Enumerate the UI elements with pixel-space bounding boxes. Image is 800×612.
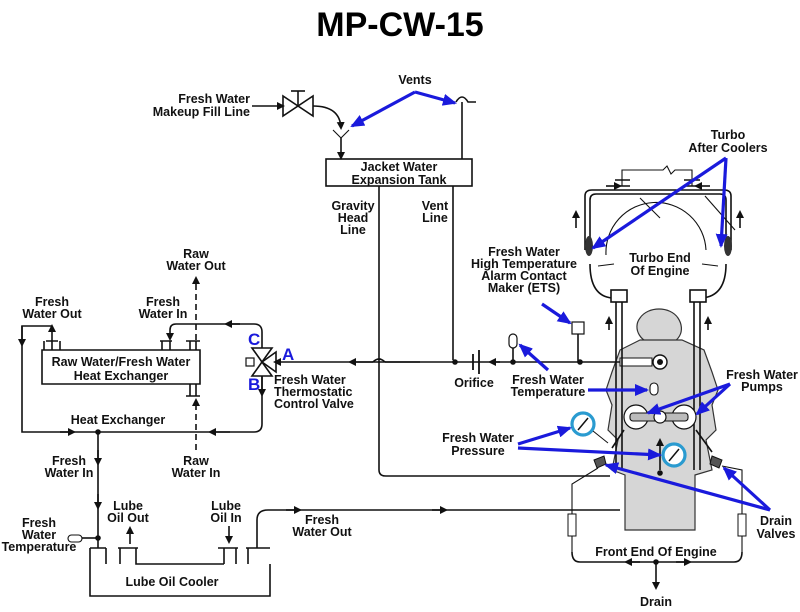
port-c-label: C	[248, 330, 260, 349]
svg-text:Line: Line	[422, 211, 448, 225]
svg-text:Oil Out: Oil Out	[107, 511, 150, 525]
gravity-head-to-engine	[378, 469, 610, 477]
svg-text:Water Out: Water Out	[22, 307, 82, 321]
svg-text:Vent: Vent	[422, 199, 449, 213]
svg-text:Turbo: Turbo	[711, 128, 746, 142]
svg-text:Lube: Lube	[211, 499, 241, 513]
ets-alarm-contact: Fresh Water High Temperature Alarm Conta…	[471, 245, 585, 362]
svg-text:Fresh Water: Fresh Water	[442, 431, 514, 445]
svg-text:Drain: Drain	[640, 595, 672, 609]
svg-text:Thermostatic: Thermostatic	[274, 385, 353, 399]
temperature-sensor-cooler: Fresh Water Temperature	[2, 516, 98, 554]
svg-text:Fresh: Fresh	[146, 295, 180, 309]
svg-text:Heat Exchanger: Heat Exchanger	[71, 413, 166, 427]
svg-text:Water Out: Water Out	[166, 259, 226, 273]
svg-text:High Temperature: High Temperature	[471, 257, 577, 271]
lube-oil-cooler: Lube Oil Cooler	[89, 547, 271, 597]
svg-text:Fresh Water: Fresh Water	[178, 92, 250, 106]
svg-text:Fresh: Fresh	[305, 513, 339, 527]
engine-internals	[611, 354, 713, 476]
raw-fresh-heat-exchanger: Raw Water/Fresh Water Heat Exchanger	[41, 340, 201, 397]
thermostatic-control-valve: A B C Fresh Water Thermostatic Control V…	[245, 330, 354, 411]
svg-text:Temperature: Temperature	[511, 385, 586, 399]
port-b-line	[220, 376, 263, 433]
svg-text:Gravity: Gravity	[331, 199, 374, 213]
bypass-to-hx	[166, 323, 263, 348]
svg-text:Turbo End: Turbo End	[629, 251, 691, 265]
svg-text:Pumps: Pumps	[741, 380, 783, 394]
engine-body	[605, 308, 719, 531]
svg-text:Fresh Water: Fresh Water	[274, 373, 346, 387]
vents-callout: Vents	[350, 73, 457, 128]
svg-text:Water In: Water In	[139, 307, 188, 321]
svg-text:Oil In: Oil In	[210, 511, 241, 525]
svg-text:Of Engine: Of Engine	[630, 264, 689, 278]
sight-gauge-left	[567, 513, 577, 537]
svg-text:Water Out: Water Out	[292, 525, 352, 539]
svg-text:Heat Exchanger: Heat Exchanger	[74, 369, 169, 383]
svg-text:Control Valve: Control Valve	[274, 397, 354, 411]
temperature-sensor-line	[508, 333, 518, 362]
svg-text:Expansion Tank: Expansion Tank	[352, 173, 447, 187]
diagram-title: MP-CW-15	[316, 6, 483, 44]
svg-text:Drain: Drain	[760, 514, 792, 528]
svg-text:Lube: Lube	[113, 499, 143, 513]
port-b-label: B	[248, 375, 260, 394]
after-cooler-callout-right	[715, 157, 728, 248]
svg-text:Valves: Valves	[757, 527, 796, 541]
front-end-drain: Front End Of Engine Drain	[571, 545, 743, 609]
svg-text:Head: Head	[338, 211, 369, 225]
svg-text:Pressure: Pressure	[451, 444, 505, 458]
drain-valves-callout: Drain Valves	[604, 462, 796, 541]
svg-text:Water: Water	[22, 528, 56, 542]
fw-pressure-callout: Fresh Water Pressure	[442, 425, 662, 461]
makeup-fill-line: Fresh Water Makeup Fill Line	[153, 90, 350, 160]
fw-temperature-callout: Fresh Water Temperature	[511, 343, 649, 399]
cooler-outlet-line	[256, 509, 620, 548]
svg-text:Jacket Water: Jacket Water	[361, 160, 438, 174]
svg-text:Fresh: Fresh	[35, 295, 69, 309]
pressure-gauge-2	[661, 442, 687, 468]
svg-text:Raw: Raw	[183, 454, 209, 468]
after-cooler-callout-left	[591, 156, 727, 250]
svg-text:Line: Line	[340, 223, 366, 237]
svg-text:Vents: Vents	[398, 73, 431, 87]
svg-text:Water In: Water In	[172, 466, 221, 480]
svg-text:Raw: Raw	[183, 247, 209, 261]
svg-text:Orifice: Orifice	[454, 376, 494, 390]
svg-text:Lube Oil Cooler: Lube Oil Cooler	[125, 575, 218, 589]
svg-text:Water In: Water In	[45, 466, 94, 480]
orifice: Orifice	[454, 350, 494, 390]
port-a-label: A	[282, 345, 294, 364]
pressure-gauge-1	[570, 411, 609, 444]
svg-text:Raw Water/Fresh Water: Raw Water/Fresh Water	[52, 355, 191, 369]
svg-text:After Coolers: After Coolers	[688, 141, 767, 155]
expansion-tank: Jacket Water Expansion Tank	[325, 158, 473, 187]
sight-gauge-right	[737, 513, 747, 537]
svg-text:Front End Of Engine: Front End Of Engine	[595, 545, 717, 559]
drain-valve-left	[571, 455, 607, 552]
engine-outlet-line	[273, 357, 653, 367]
svg-text:Fresh: Fresh	[52, 454, 86, 468]
svg-text:Temperature: Temperature	[2, 540, 77, 554]
svg-text:Fresh Water: Fresh Water	[488, 245, 560, 259]
svg-text:Fresh Water: Fresh Water	[726, 368, 798, 382]
svg-text:Alarm Contact: Alarm Contact	[481, 269, 567, 283]
turbo-section: Turbo End Of Engine	[572, 165, 744, 303]
vent-cap	[455, 96, 476, 103]
fw-pumps-callout: Fresh Water Pumps	[646, 368, 798, 416]
svg-text:Maker (ETS): Maker (ETS)	[488, 281, 560, 295]
svg-text:Fresh: Fresh	[22, 516, 56, 530]
svg-text:Fresh Water: Fresh Water	[512, 373, 584, 387]
svg-text:Makeup Fill Line: Makeup Fill Line	[153, 105, 250, 119]
